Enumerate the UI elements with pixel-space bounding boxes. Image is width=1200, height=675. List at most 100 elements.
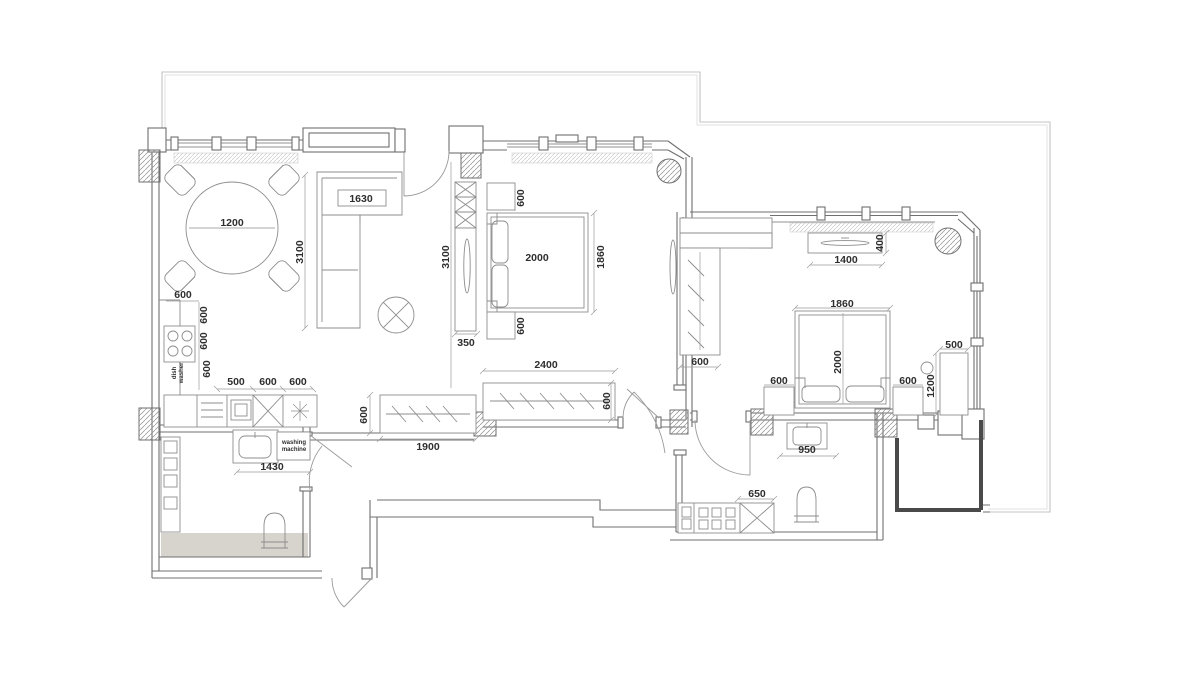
washing-machine-label: washing machine xyxy=(281,440,307,453)
column-round-bedroom2 xyxy=(934,227,962,255)
pillow xyxy=(801,385,841,403)
kitchen-sink-unit xyxy=(252,394,284,428)
toilet-2 xyxy=(796,486,817,522)
dining-chair xyxy=(268,164,300,196)
dim-b2-bed-2000: 2000 xyxy=(832,350,844,374)
kitchen-oven xyxy=(230,399,252,421)
bathroom1-door xyxy=(308,434,353,491)
dim-kitchen-600-d: 600 xyxy=(259,376,277,388)
bedroom2-door xyxy=(633,391,666,454)
toilet-1 xyxy=(263,512,286,548)
radiator-bedroom1 xyxy=(511,152,653,164)
dim-b2-ns-r-600: 600 xyxy=(899,375,917,387)
nightstand-2a xyxy=(763,386,795,416)
dim-b1-closet-600: 600 xyxy=(601,392,613,410)
dining-chair xyxy=(268,260,300,292)
dim-b2-ward2-500: 500 xyxy=(945,339,963,351)
closet-2400 xyxy=(482,382,616,421)
kitchen-counter xyxy=(159,299,318,428)
dining-chair xyxy=(164,260,196,292)
column-left-top xyxy=(138,149,161,183)
dim-bath2-650: 650 xyxy=(748,488,766,500)
tv-unit xyxy=(454,181,477,332)
dim-b2-desk-1400: 1400 xyxy=(834,254,858,266)
pillow xyxy=(491,220,509,264)
dim-b1-closet2-1900: 1900 xyxy=(416,441,440,453)
closet-1900 xyxy=(379,394,477,434)
shaft-walls xyxy=(895,420,983,512)
radiator-living xyxy=(173,152,299,164)
dim-vanity-1430: 1430 xyxy=(260,461,284,473)
dim-tvwall-3100: 3100 xyxy=(440,245,452,269)
furniture xyxy=(159,164,969,549)
radiator-bedroom2 xyxy=(789,222,934,233)
bathroom2-door xyxy=(694,419,751,476)
bedroom2-tv xyxy=(820,240,870,246)
stool xyxy=(920,361,934,375)
radiator-strips xyxy=(173,152,934,233)
dim-b1-closet-2400: 2400 xyxy=(534,359,558,371)
vanity xyxy=(232,429,279,464)
dim-table-1200: 1200 xyxy=(220,217,244,229)
terrace-outline xyxy=(161,71,1051,513)
dresser-tv xyxy=(807,232,883,254)
dim-b2-bed-1860: 1860 xyxy=(830,298,854,310)
wardrobe-bedroom2 xyxy=(679,217,773,356)
dim-b2-ward2-1200: 1200 xyxy=(925,374,937,398)
dim-sofa-3100: 3100 xyxy=(294,240,306,264)
dim-b2-desk-400: 400 xyxy=(874,234,886,252)
fridge-symbol xyxy=(291,401,309,421)
dim-b1-ns-bot-600: 600 xyxy=(515,317,527,335)
bathroom1-floor-shade xyxy=(161,533,308,557)
dim-bath2-950: 950 xyxy=(798,444,816,456)
dim-kitchen-600-c: 600 xyxy=(201,360,213,378)
kitchen-drawers xyxy=(201,402,223,418)
entrance-door xyxy=(331,577,373,608)
column-bath2-north xyxy=(750,408,774,436)
balcony-door xyxy=(403,150,450,197)
bathroom1-shelving xyxy=(160,436,181,533)
dining-chair xyxy=(164,164,196,196)
dim-b1-closet2-600: 600 xyxy=(358,406,370,424)
dim-kitchen-600-e: 600 xyxy=(289,376,307,388)
dim-kitchen-600-top: 600 xyxy=(174,289,192,301)
dim-b1-ns-top-600: 600 xyxy=(515,189,527,207)
doors xyxy=(308,150,751,608)
washing-machine xyxy=(276,431,311,461)
dim-kitchen-600-a: 600 xyxy=(198,306,210,324)
dim-sofa-1630: 1630 xyxy=(349,193,373,205)
tv-screen xyxy=(463,238,471,294)
dining-table xyxy=(164,164,300,292)
column-center xyxy=(460,152,482,179)
bed-1 xyxy=(486,212,589,313)
bedroom1-door xyxy=(622,388,660,419)
column-bath2-east xyxy=(874,408,898,438)
cooktop xyxy=(163,325,196,363)
walls xyxy=(147,125,990,580)
dim-b1-bed-2000: 2000 xyxy=(525,252,549,264)
column-round-bedroom1 xyxy=(656,158,682,184)
nightstand-2b xyxy=(892,386,924,416)
column-left-bottom xyxy=(138,407,161,441)
nightstand-1a xyxy=(486,182,516,211)
bathroom1-fixtures xyxy=(160,429,311,549)
column-hall xyxy=(669,409,689,435)
bed-2 xyxy=(794,310,891,409)
ceiling-light-symbol xyxy=(377,296,415,334)
dim-b1-bed-1860: 1860 xyxy=(595,245,607,269)
pillow xyxy=(491,264,509,308)
dim-b2-ns-l-600: 600 xyxy=(770,375,788,387)
wardrobe-500 xyxy=(939,352,969,416)
dim-kitchen-600-b: 600 xyxy=(198,332,210,350)
dimension-lines xyxy=(166,162,972,503)
dim-tv-350: 350 xyxy=(457,337,475,349)
dishwasher-label: dish washer xyxy=(172,362,185,384)
pillow xyxy=(845,385,885,403)
bedroom1-tv xyxy=(669,239,677,295)
bathroom2-fixtures xyxy=(677,422,828,534)
sofa xyxy=(316,171,403,329)
bathroom2-cabinet xyxy=(677,502,741,534)
dim-b2-ward-600: 600 xyxy=(691,356,709,368)
